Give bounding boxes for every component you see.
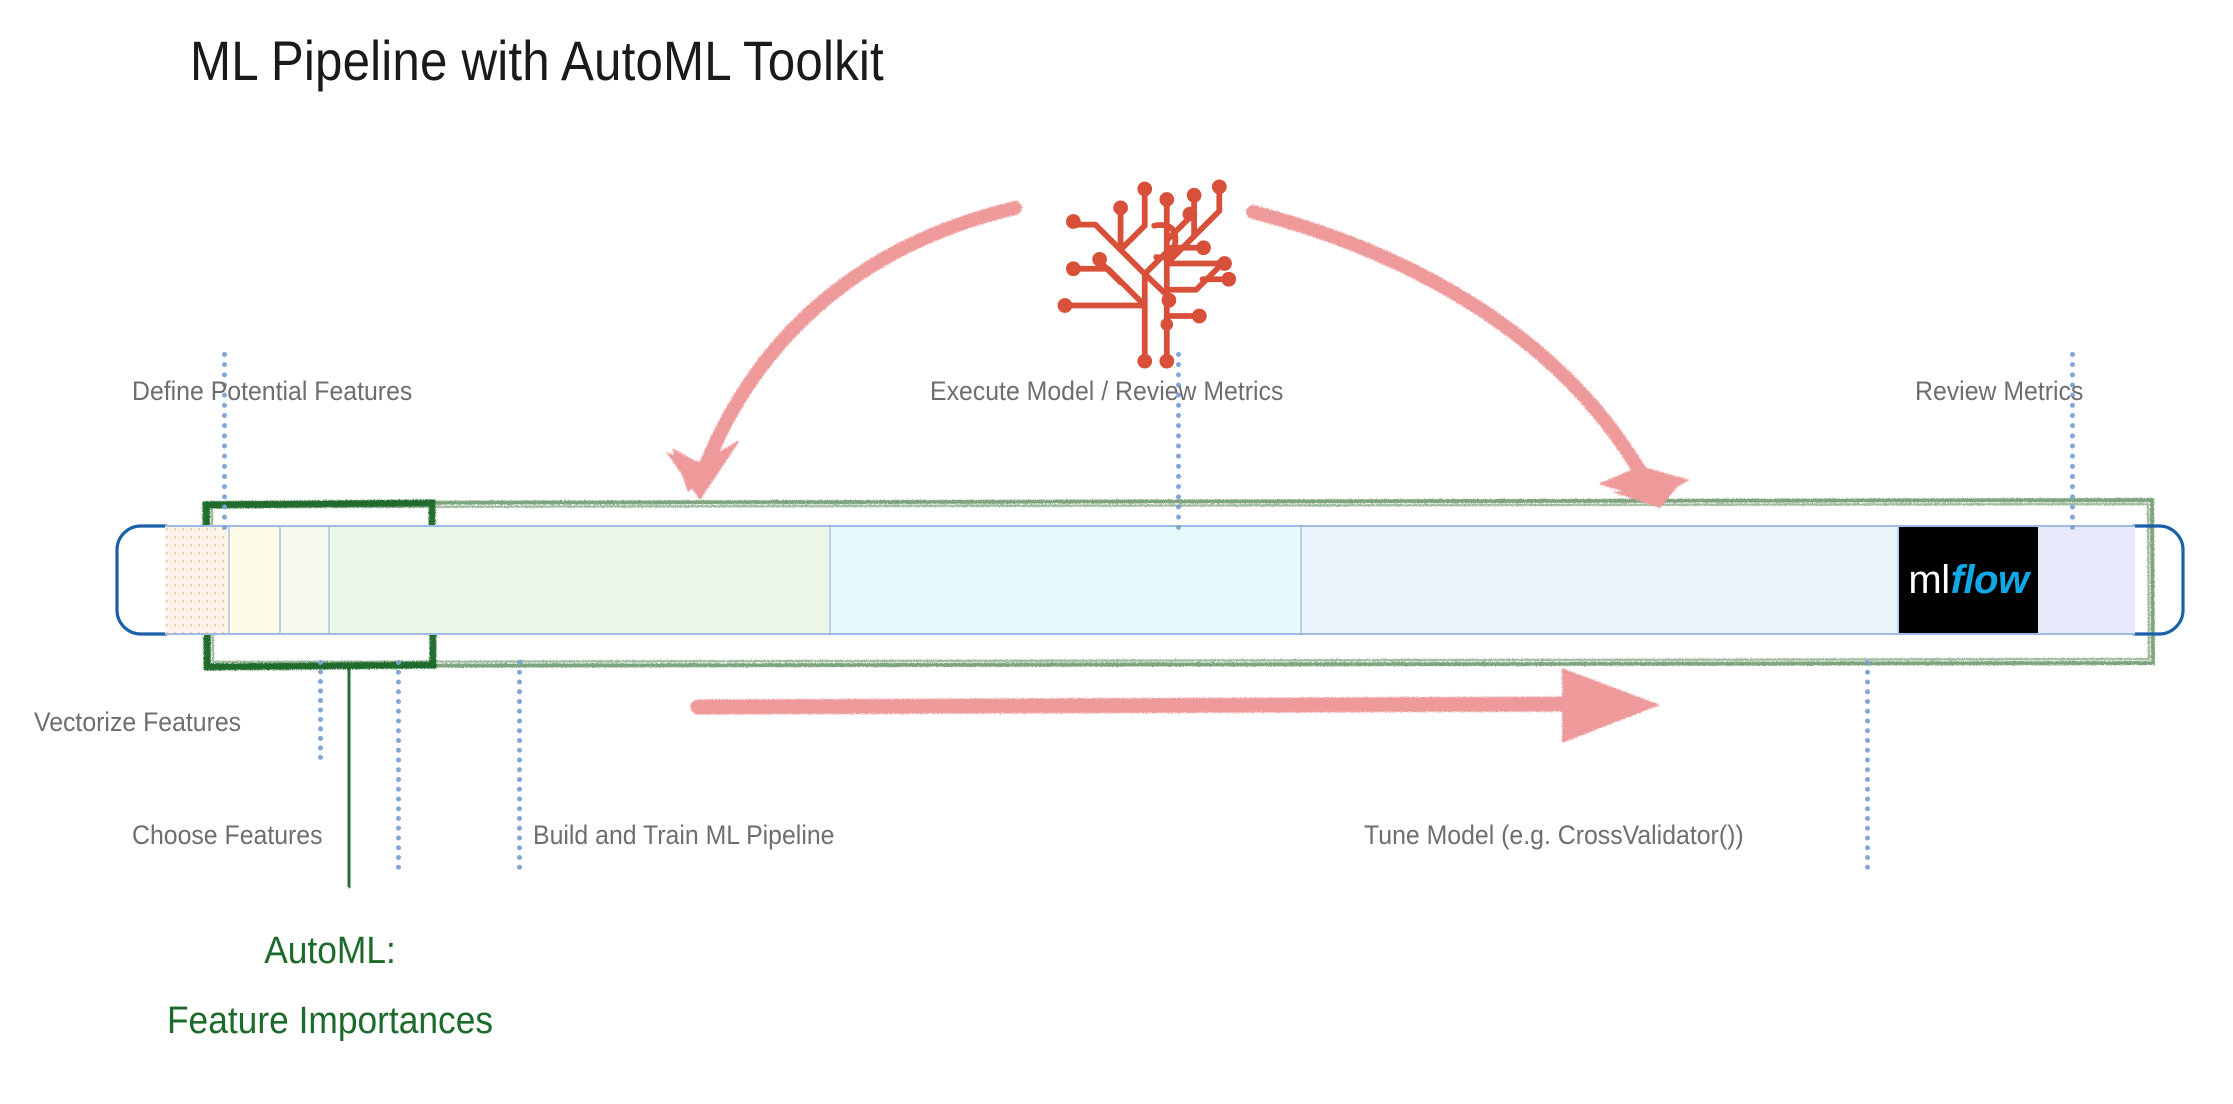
- bar-cap-right: [2133, 524, 2185, 636]
- seg-review-metrics[interactable]: [2038, 527, 2135, 633]
- leader-execute-model-review-metrics: [1176, 352, 1181, 530]
- label-execute-model-review-metrics: Execute Model / Review Metrics: [930, 376, 1284, 406]
- leader-choose-features: [396, 660, 401, 870]
- bar-cap-left: [115, 524, 167, 636]
- leader-define-potential-features: [222, 352, 227, 530]
- straight-arrow-right: [690, 668, 1660, 743]
- seg-choose-features[interactable]: [281, 527, 331, 633]
- label-review-metrics: Review Metrics: [1915, 376, 2084, 406]
- leader-vectorize-features: [318, 660, 323, 760]
- mlflow-logo-flow: flow: [1950, 557, 2029, 602]
- label-define-potential-features: Define Potential Features: [132, 376, 413, 406]
- automl-callout-line-1: AutoML:: [264, 930, 396, 972]
- leader-build-train-ml-pipeline: [517, 660, 522, 870]
- seg-execute-model-review-metrics[interactable]: [830, 527, 1302, 633]
- seg-build-train-ml-pipeline[interactable]: [330, 527, 831, 633]
- label-choose-features: Choose Features: [132, 820, 323, 850]
- automl-callout-line-2: Feature Importances: [166, 1000, 494, 1042]
- label-build-train-ml-pipeline: Build and Train ML Pipeline: [533, 820, 835, 850]
- label-tune-model: Tune Model (e.g. CrossValidator()): [1364, 820, 1744, 850]
- mlflow-logo-ml: ml: [1908, 557, 1950, 602]
- leader-tune-model: [1865, 660, 1870, 870]
- label-vectorize-features: Vectorize Features: [34, 707, 242, 737]
- seg-vectorize-features[interactable]: [230, 527, 282, 633]
- leader-review-metrics: [2070, 352, 2075, 530]
- curved-arrow-down-right: [1246, 205, 1690, 508]
- circuit-brain-icon: [1057, 179, 1237, 369]
- seg-define-potential-features[interactable]: [165, 527, 230, 633]
- page-title: ML Pipeline with AutoML Toolkit: [190, 29, 884, 92]
- seg-tune-model[interactable]: [1301, 527, 1899, 633]
- automl-callout-tail: [345, 666, 353, 889]
- curved-arrow-down-left: [666, 201, 1022, 500]
